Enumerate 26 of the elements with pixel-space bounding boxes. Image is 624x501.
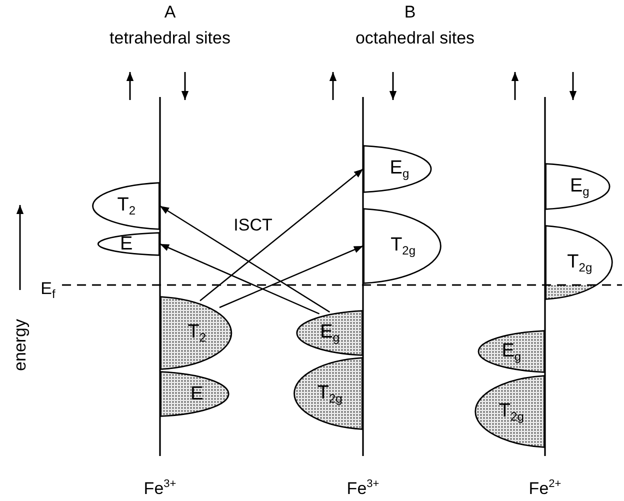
level-label: E$_{g}$ [320,322,340,344]
arrow [160,205,330,313]
ion-label: Fe$^{2+}$ [528,479,562,497]
site-label: tetrahedral sites [110,30,230,46]
arrow [200,168,364,302]
ion-label: Fe$^{3+}$ [144,479,176,497]
level-label: T$_{2}$ [117,196,136,216]
level-label: E$_{g}$ [570,176,590,197]
level-label: E [120,234,133,254]
level-label: T$_{2g}$ [317,383,342,404]
level-label: T$_{2}$ [188,322,206,344]
level-label: T$_{2g}$ [567,252,592,273]
level-label: E$_{g}$ [502,341,522,362]
site-label: A [164,4,176,20]
fermi-level-label: E$_{f}$ [40,280,56,300]
level-label: E [190,384,204,404]
site-label: B [404,4,416,20]
level-label: E$_{g}$ [390,158,410,180]
ion-label: Fe$^{3+}$ [346,479,380,497]
arrow [219,245,364,308]
level-label: T$_{2g}$ [390,236,416,256]
site-label: octahedral sites [355,30,475,46]
axis-label: energy [12,319,28,371]
arrow [160,243,320,314]
transition-label: ISCT [234,216,272,234]
level-label: T$_{2g}$ [498,401,524,422]
